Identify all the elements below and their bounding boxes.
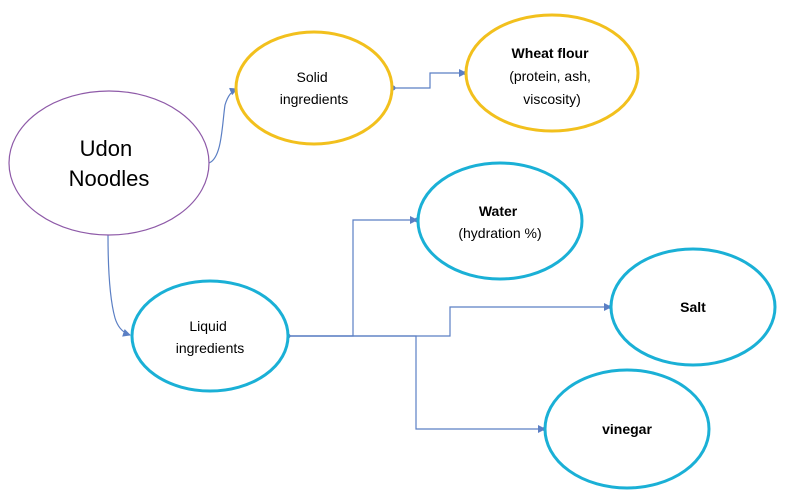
node-water[interactable]: Water (hydration %)	[416, 161, 584, 281]
svg-text:vinegar: vinegar	[602, 421, 652, 437]
node-wheat-flour-line2: (protein, ash,	[509, 68, 591, 84]
connector-liquid-to-water	[288, 216, 418, 337]
node-udon-noodles-line2: Noodles	[69, 166, 150, 191]
svg-text:Wheat flour (protein, as: Wheat flour (protein, ash, viscosity)	[509, 45, 595, 107]
node-liquid-ingredients-shape	[130, 279, 290, 393]
connector-liquid-to-salt	[288, 303, 612, 337]
connector-root-to-liquid	[107, 234, 131, 337]
node-salt[interactable]: Salt	[609, 247, 777, 367]
svg-text:Water (hydration %): Water (hydration %)	[458, 203, 541, 241]
connector-liquid-to-vinegar	[288, 335, 546, 433]
node-solid-ingredients-line2: ingredients	[280, 91, 349, 107]
svg-text:Udon Noodles: Udon Noodles	[69, 136, 150, 191]
node-wheat-flour-title: Wheat flour	[512, 45, 590, 61]
node-udon-noodles-line1: Udon	[80, 136, 133, 161]
node-water-title: Water	[479, 203, 518, 219]
node-water-line2: (hydration %)	[458, 225, 541, 241]
connector-solid-to-wheat	[393, 69, 467, 89]
node-solid-ingredients[interactable]: Solid ingredients	[234, 30, 394, 146]
connector-root-to-solid	[208, 87, 238, 164]
node-solid-ingredients-line1: Solid	[296, 69, 327, 85]
connectors	[107, 69, 612, 433]
svg-text:Salt: Salt	[680, 299, 706, 315]
node-wheat-flour-shape	[464, 13, 640, 133]
node-liquid-ingredients[interactable]: Liquid ingredients	[130, 279, 290, 393]
node-udon-noodles-shape	[8, 90, 210, 236]
node-water-shape	[416, 161, 584, 281]
svg-text:Solid ingredients: Solid ingredients	[280, 69, 349, 107]
node-vinegar-title: vinegar	[602, 421, 652, 437]
node-udon-noodles[interactable]: Udon Noodles	[8, 90, 210, 236]
svg-text:Liquid ingredients: Liquid ingredients	[176, 318, 245, 356]
node-solid-ingredients-shape	[234, 30, 394, 146]
node-liquid-ingredients-line2: ingredients	[176, 340, 245, 356]
node-wheat-flour-line3: viscosity)	[523, 91, 581, 107]
node-salt-shape	[609, 247, 777, 367]
node-wheat-flour[interactable]: Wheat flour (protein, ash, viscosity)	[464, 13, 640, 133]
node-salt-title: Salt	[680, 299, 706, 315]
node-vinegar-shape	[543, 368, 711, 490]
node-vinegar[interactable]: vinegar	[543, 368, 711, 490]
node-liquid-ingredients-line1: Liquid	[189, 318, 226, 334]
